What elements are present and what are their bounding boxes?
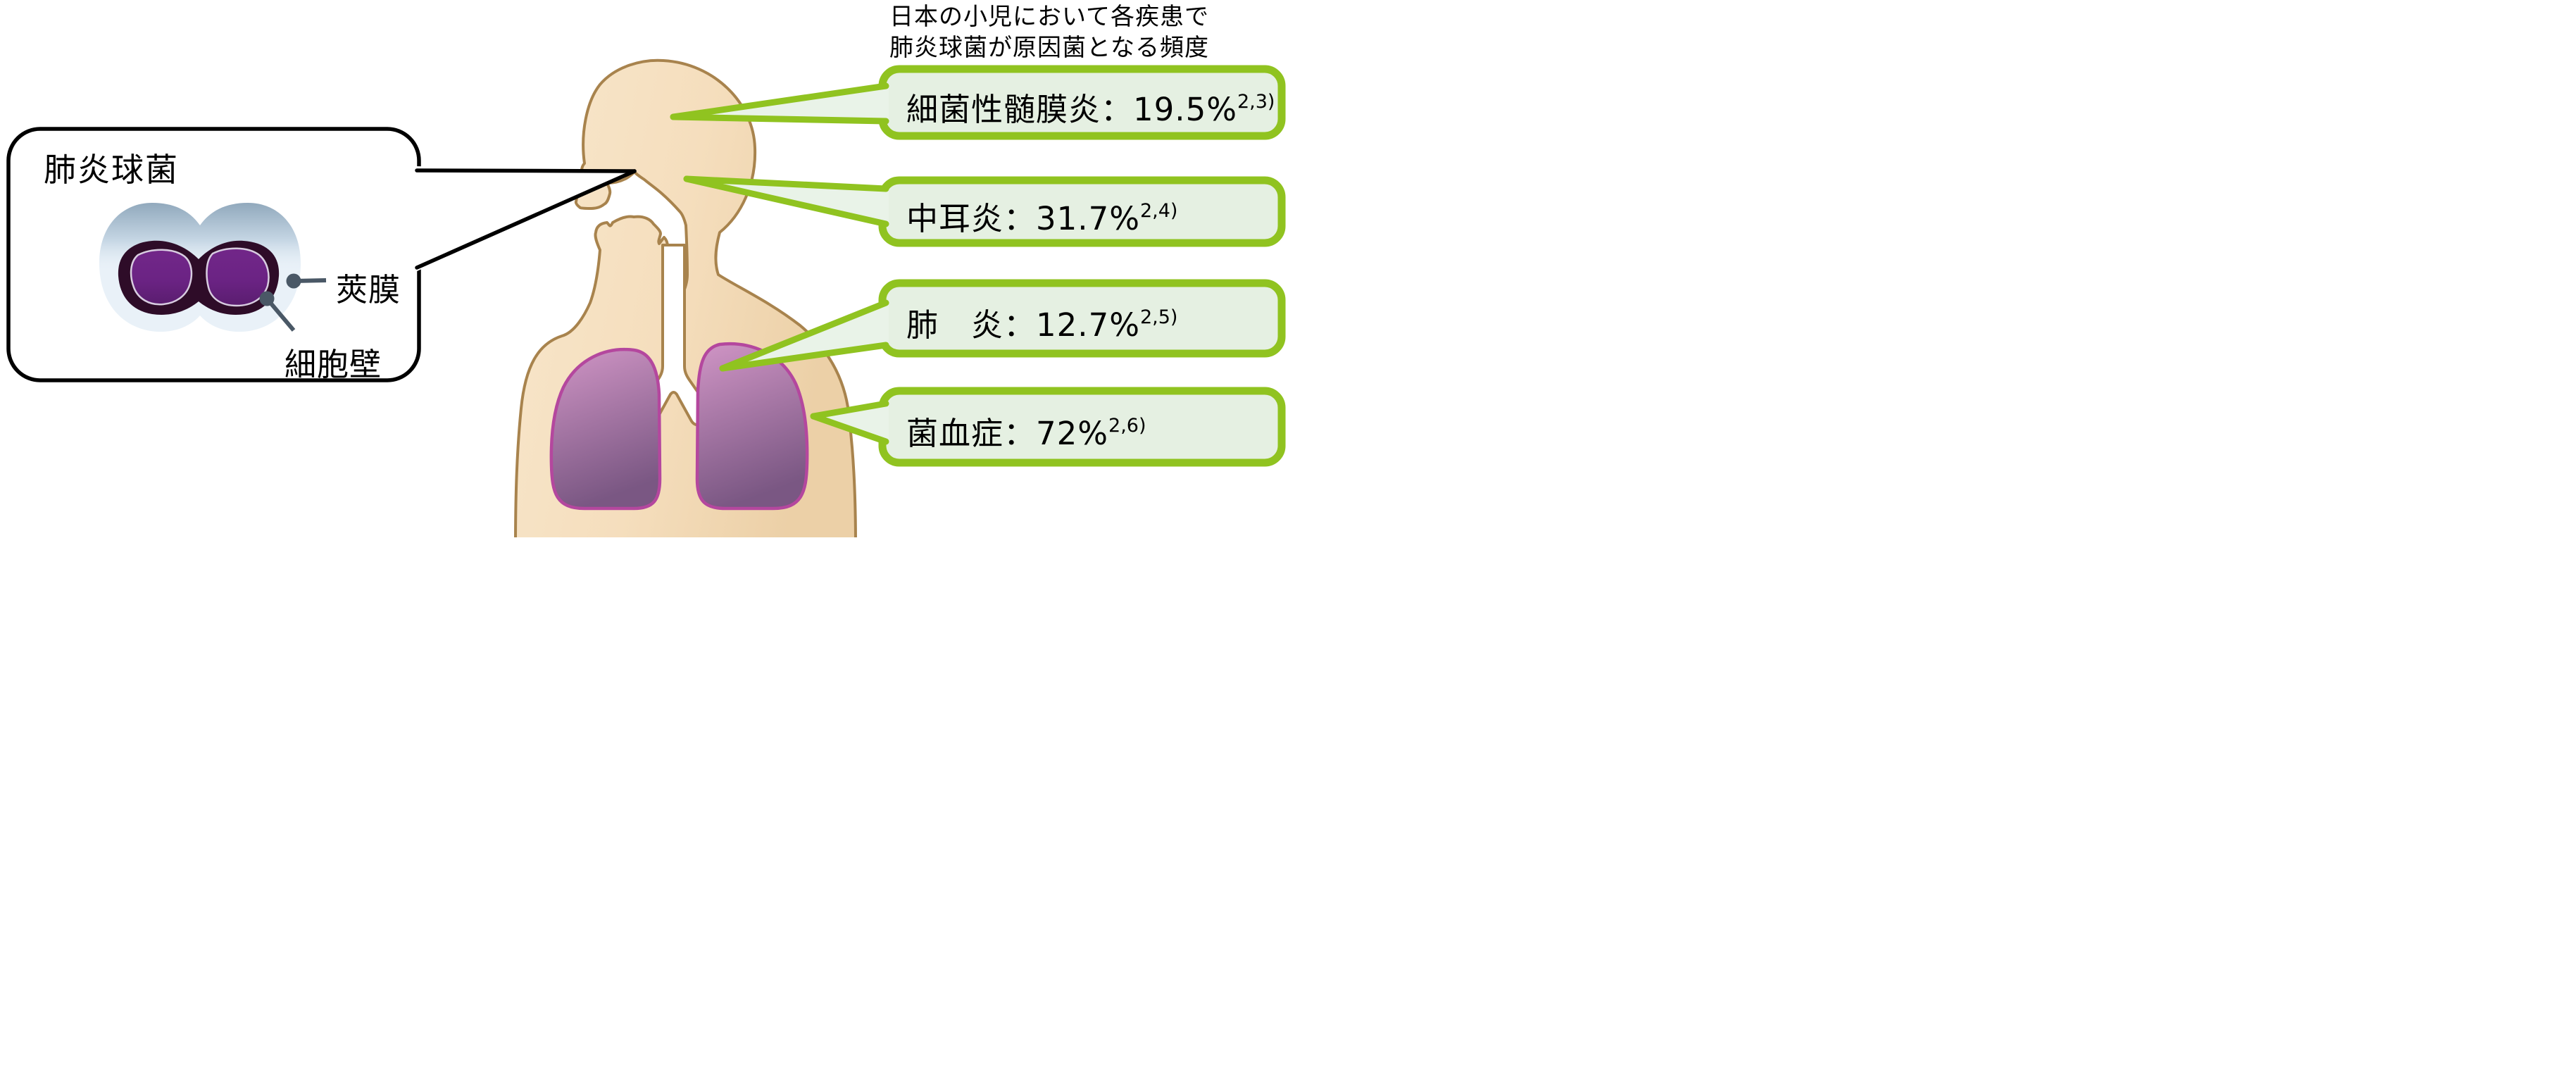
diagram-canvas: 日本の小児において各疾患で 肺炎球菌が原因菌となる頻度 肺炎球菌 莢膜 細胞壁 … [0,0,1288,537]
callout-tail-otitis [683,175,889,227]
lungs [549,342,809,511]
callout-label-bacteremia: 菌血症：72%2,6) [906,408,1146,452]
callout-tail-meningitis [670,82,889,125]
callout-label-otitis: 中耳炎：31.7%2,4) [906,193,1177,237]
right-lung [695,342,809,511]
cell-wall-label: 細胞壁 [285,346,382,383]
header-note: 日本の小児において各疾患で 肺炎球菌が原因菌となる頻度 [889,1,1209,63]
cell-wall-pointer-dot [259,291,275,306]
callout-ref-bacteremia: 2,6) [1108,415,1146,437]
callout-boxes [670,65,1286,467]
speech-bubble [6,127,637,382]
callout-label-pneumonia: 肺 炎：12.7%2,5) [906,299,1177,344]
callout-ref-meningitis: 2,3) [1237,91,1275,113]
callout-text-bacteremia: 菌血症：72% [906,415,1109,452]
bacterium-cell-left [130,249,193,306]
capsule-label: 莢膜 [336,271,401,308]
header-note-line2: 肺炎球菌が原因菌となる頻度 [889,34,1209,62]
callout-label-meningitis: 細菌性髄膜炎：19.5%2,3) [906,84,1275,128]
callout-tail-pneumonia [719,299,889,372]
bubble-title: 肺炎球菌 [44,151,179,189]
speech-bubble-tail-edge-top [415,168,637,173]
callout-ref-pneumonia: 2,5) [1139,306,1178,328]
diagram-artwork [6,58,1286,537]
callout-text-meningitis: 細菌性髄膜炎：19.5% [906,91,1237,128]
callout-ref-otitis: 2,4) [1139,200,1178,222]
left-lung [549,347,662,511]
callout-text-pneumonia: 肺 炎：12.7% [906,306,1140,344]
speech-bubble-tail-edge-bottom [415,169,637,270]
header-note-line1: 日本の小児において各疾患で [889,3,1209,31]
callout-tail-bacteremia [810,400,889,445]
bacterium-cell-right [206,247,270,307]
capsule-pointer-dot [286,273,301,289]
callout-text-otitis: 中耳炎：31.7% [906,200,1140,237]
